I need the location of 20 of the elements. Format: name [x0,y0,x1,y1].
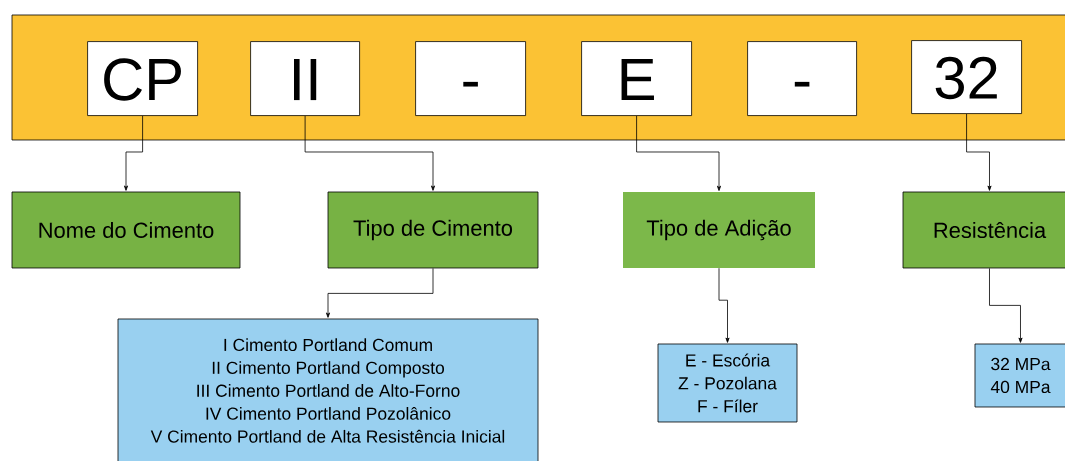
arrow [989,268,1023,343]
code-box: 32 [911,40,1022,114]
option-list-box: E - Escória Z - Pozolana F - Fíler [657,343,798,423]
category-box: Tipo de Adição [623,192,815,268]
arrow [124,115,143,191]
code-box: - [747,41,857,116]
category-box: Resistência [902,191,1065,269]
arrow [304,115,435,191]
category-box: Tipo de Cimento [327,191,539,269]
arrow [636,115,721,191]
code-box: E [581,41,692,116]
arrow [718,267,730,343]
code-box: II [250,41,360,116]
arrow [966,113,992,191]
category-box: Nome do Cimento [11,191,241,269]
code-box: CP [87,41,198,116]
option-list-box: 32 MPa 40 MPa [974,343,1065,408]
code-box: - [415,41,526,116]
arrow [326,268,434,318]
option-list-box: I Cimento Portland Comum II Cimento Portland Composto III Cimento Portland de Alto-Forno IV Cimento Portland Pozolânico V Cimento Portland de Alta Resistência Inicial [117,318,539,461]
